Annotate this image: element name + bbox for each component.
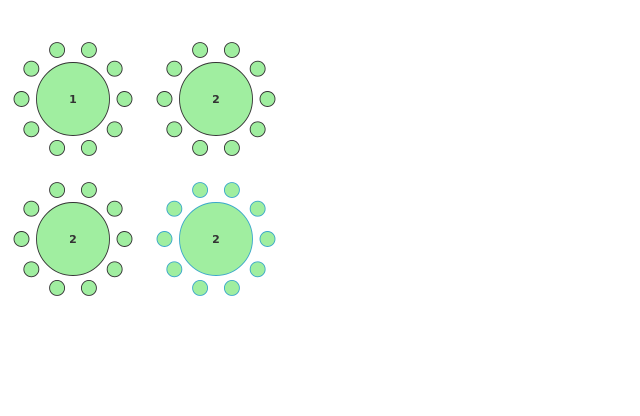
round-table[interactable] [179,62,253,136]
seat-chair[interactable] [166,60,183,77]
round-table[interactable] [179,202,253,276]
seat-chair[interactable] [80,182,97,198]
seat-chair[interactable] [223,42,240,58]
seat-chair[interactable] [166,261,183,278]
seat-chair[interactable] [106,121,123,138]
seat-chair[interactable] [192,42,209,58]
seat-chair[interactable] [49,182,66,198]
seat-chair[interactable] [192,280,209,296]
seat-chair[interactable] [166,200,183,217]
seat-chair[interactable] [249,60,266,77]
seat-chair[interactable] [49,42,66,58]
seat-chair[interactable] [156,231,173,247]
seat-chair[interactable] [106,261,123,278]
table-number-label: 1 [69,93,77,106]
table-number-label: 2 [212,233,220,246]
round-table-group-1[interactable]: 1 [13,42,133,156]
seat-chair[interactable] [23,121,40,138]
seat-chair[interactable] [13,231,30,247]
table-number-label: 2 [212,93,220,106]
round-table-group-2[interactable]: 2 [156,42,276,156]
seat-chair[interactable] [23,261,40,278]
seat-chair[interactable] [192,182,209,198]
seat-chair[interactable] [259,91,276,107]
seat-chair[interactable] [106,60,123,77]
seat-chair[interactable] [223,182,240,198]
seat-chair[interactable] [116,231,133,247]
seat-chair[interactable] [223,140,240,156]
seat-chair[interactable] [49,140,66,156]
seat-chair[interactable] [80,280,97,296]
seat-chair[interactable] [192,140,209,156]
seat-chair[interactable] [106,200,123,217]
seat-chair[interactable] [156,91,173,107]
seat-chair[interactable] [223,280,240,296]
round-table-group-3[interactable]: 2 [13,182,133,296]
seat-chair[interactable] [23,200,40,217]
round-table[interactable] [36,62,110,136]
seat-chair[interactable] [80,42,97,58]
seat-chair[interactable] [116,91,133,107]
table-number-label: 2 [69,233,77,246]
seat-chair[interactable] [80,140,97,156]
seat-chair[interactable] [249,261,266,278]
round-table[interactable] [36,202,110,276]
seat-chair[interactable] [23,60,40,77]
seat-chair[interactable] [13,91,30,107]
round-table-group-4[interactable]: 2 [156,182,276,296]
seat-chair[interactable] [49,280,66,296]
seat-chair[interactable] [249,121,266,138]
seat-chair[interactable] [259,231,276,247]
seat-chair[interactable] [166,121,183,138]
seat-chair[interactable] [249,200,266,217]
